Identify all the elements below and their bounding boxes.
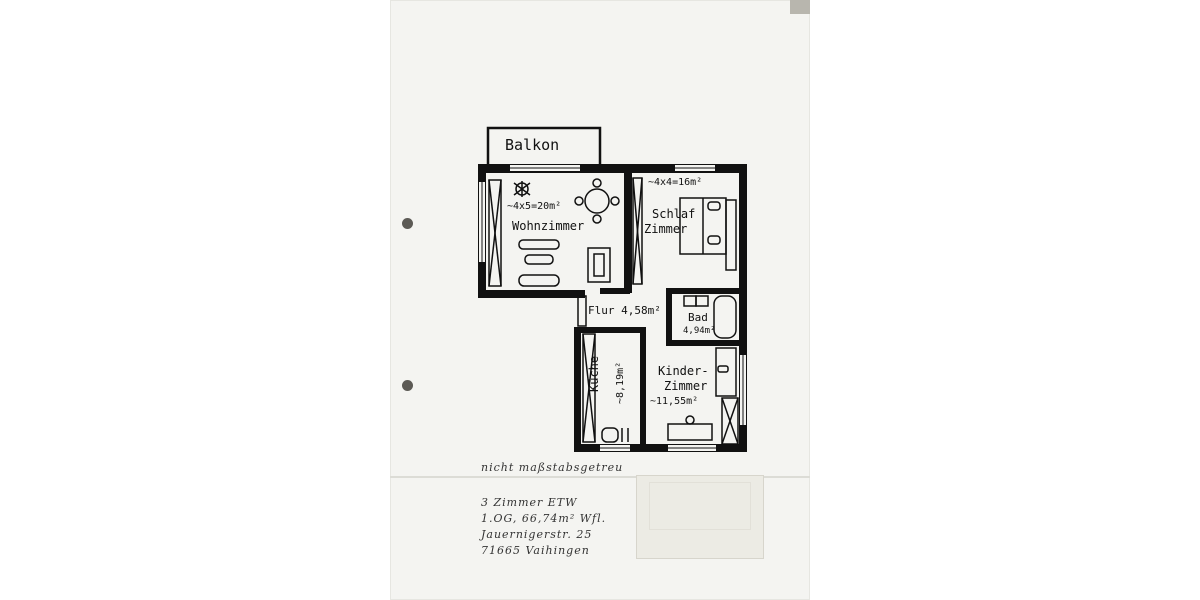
property-note-line1: 3 Zimmer ETW	[481, 496, 578, 509]
punch-hole-bottom	[402, 380, 413, 391]
bedroom-area: ~4x4=16m²	[648, 177, 703, 188]
paper-fold-line	[390, 476, 810, 478]
dining-table	[584, 188, 610, 214]
living-room-area: ~4x5=20m²	[507, 201, 562, 212]
property-note-line4: 71665 Vaihingen	[481, 544, 590, 557]
bedroom-label-line1: Schlaf	[652, 207, 696, 221]
scale-note: nicht maßstabsgetreu	[481, 461, 624, 474]
coffee-table	[524, 254, 554, 265]
kids-room-area: ~11,55m²	[650, 396, 699, 407]
punch-hole-top	[402, 218, 413, 229]
outer-wall-bottom-living	[478, 290, 585, 298]
sofa-bottom	[518, 274, 560, 287]
kids-room-label-line1: Kinder-	[658, 364, 709, 378]
kitchen-label: Küche	[587, 355, 601, 392]
wardrobe-living	[488, 179, 502, 287]
toilet	[683, 295, 697, 307]
kids-room-label-line2: Zimmer	[664, 379, 708, 393]
property-note-line3: Jauernigerstr. 25	[481, 528, 593, 541]
wall-living-bedroom	[624, 173, 632, 293]
blank-sticker	[636, 475, 764, 559]
kitchen-counter	[582, 333, 596, 443]
wall-bath-bottom	[666, 340, 744, 346]
living-room-label: Wohnzimmer	[512, 219, 585, 233]
outer-wall-left-lower	[574, 327, 581, 452]
kids-wardrobe	[721, 397, 739, 445]
bath-area: 4,94m²	[683, 326, 716, 336]
balcony-label: Balkon	[505, 136, 560, 154]
wall-corridor-kitchen	[574, 327, 646, 333]
wardrobe-bedroom	[632, 177, 643, 285]
armchair	[587, 247, 611, 283]
wall-living-bedroom-bottom	[600, 288, 630, 294]
wall-kitchen-kids	[640, 327, 646, 449]
bedroom-label-line2: Zimmer	[644, 222, 688, 236]
bath-label: Bad	[688, 311, 708, 324]
property-note-line2: 1.OG, 66,74m² Wfl.	[481, 512, 607, 525]
wall-bedroom-bottom	[666, 288, 744, 294]
outer-wall-top	[478, 164, 746, 173]
kids-desk	[667, 423, 713, 441]
outer-wall-bottom	[574, 444, 747, 452]
stove	[601, 427, 619, 443]
wall-bath-left	[666, 288, 672, 344]
corridor-label: Flur 4,58m²	[588, 304, 661, 317]
kids-bed	[715, 347, 737, 397]
sticker-inner-frame	[649, 482, 751, 530]
washbasin	[695, 295, 709, 307]
outer-wall-right	[739, 164, 747, 452]
bathtub	[713, 295, 737, 339]
page-corner-shadow	[790, 0, 810, 14]
sofa-top	[518, 239, 560, 250]
kitchen-area: ~8,19m²	[615, 361, 626, 404]
